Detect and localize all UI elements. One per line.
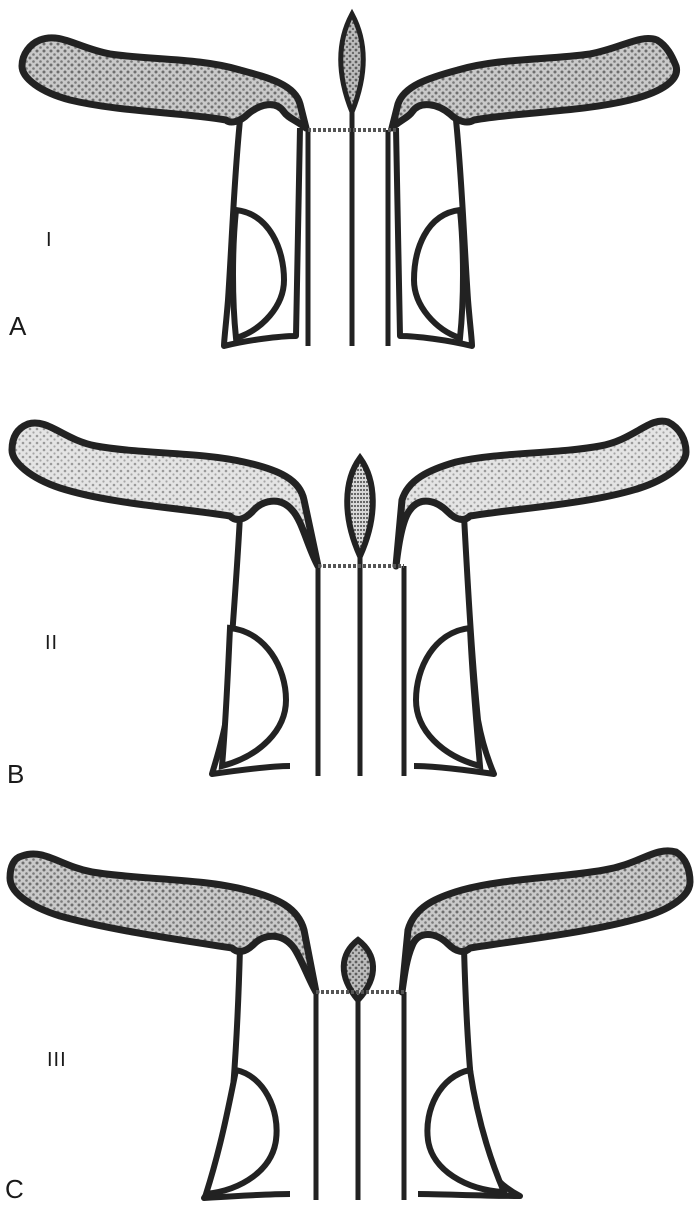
right-vocal-fold: [396, 421, 686, 566]
right-vocal-fold: [392, 39, 677, 128]
grade-label-ii: II: [45, 633, 58, 653]
panel-letter-c: C: [5, 1176, 24, 1202]
left-vocal-fold: [12, 423, 318, 566]
panel-c-diagram: [10, 851, 690, 1200]
panel-a-diagram: [22, 14, 677, 346]
grade-label-i: I: [46, 230, 53, 250]
left-vocal-fold: [10, 854, 316, 992]
panel-letter-a: A: [9, 313, 26, 339]
panel-b-diagram: [12, 421, 686, 776]
right-vocal-fold: [402, 851, 690, 992]
grade-label-iii: III: [47, 1050, 67, 1070]
left-vocal-fold: [22, 38, 306, 128]
panel-letter-b: B: [7, 761, 24, 787]
